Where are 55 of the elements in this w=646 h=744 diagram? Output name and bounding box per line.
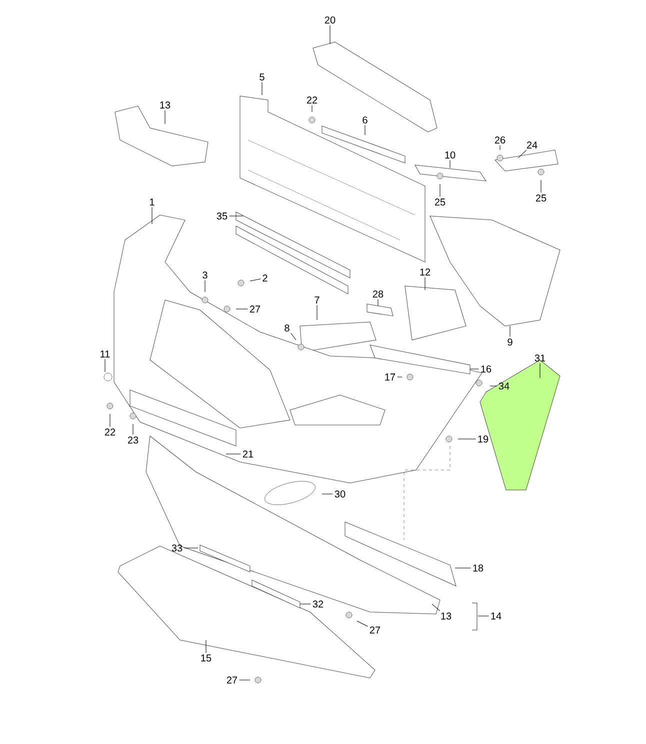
leader-line — [470, 368, 479, 370]
callout-number: 1 — [150, 198, 154, 206]
callout-number: 6 — [362, 116, 368, 124]
callout-number: 20 — [324, 16, 336, 24]
leader-line — [432, 604, 440, 612]
leader-line — [132, 424, 134, 436]
leader-line — [104, 358, 106, 372]
callout-number: 19 — [478, 435, 488, 443]
callout-number: 7 — [314, 296, 320, 304]
callout-number: 27 — [250, 306, 260, 312]
callout-number: 13 — [160, 101, 170, 109]
leader-line — [316, 304, 318, 320]
leader-line — [424, 276, 426, 290]
callout-number: 32 — [312, 600, 324, 608]
callout-number: 8 — [284, 324, 290, 332]
callout-number: 10 — [445, 151, 456, 159]
callout-number: 13 — [441, 612, 452, 620]
leader-line — [458, 438, 476, 440]
callout-number: 24 — [526, 142, 538, 148]
callout-number: 34 — [498, 382, 510, 390]
callout-number: 14 — [491, 612, 502, 620]
leader-line — [204, 280, 206, 292]
callout-number: 30 — [334, 490, 346, 498]
leader-line — [164, 110, 166, 124]
callout-number: 25 — [536, 194, 546, 202]
callout-number: 2 — [262, 274, 268, 282]
callout-number: 23 — [128, 436, 138, 444]
leader-line — [250, 278, 261, 282]
callout-number: 28 — [372, 290, 384, 298]
callout-number: 5 — [260, 74, 264, 80]
callout-number: 35 — [216, 212, 228, 220]
callout-number: 9 — [508, 338, 512, 346]
callout-number: 27 — [226, 676, 238, 684]
callout-number: 22 — [104, 428, 116, 436]
leader-line — [290, 333, 296, 340]
callout-number: 22 — [306, 96, 318, 104]
callout-number: 18 — [473, 564, 484, 572]
leader-line — [364, 125, 366, 136]
callout-number: 15 — [201, 654, 212, 662]
callout-number: 3 — [202, 271, 208, 279]
leader-line — [518, 150, 527, 158]
leader-line — [356, 620, 368, 627]
leader-line — [236, 308, 248, 310]
callout-number: 26 — [494, 136, 506, 144]
callout-number: 11 — [100, 350, 110, 358]
callout-number: 33 — [172, 544, 182, 552]
callout-number: 27 — [370, 626, 380, 634]
callout-number: 25 — [434, 198, 446, 206]
callout-number: 12 — [420, 268, 430, 276]
callout-number: 21 — [242, 450, 254, 458]
callout-number: 31 — [534, 354, 546, 362]
callout-number: 17 — [385, 374, 396, 380]
callout-number: 16 — [481, 365, 492, 373]
leader-line — [397, 376, 402, 378]
leader-line — [540, 180, 542, 194]
